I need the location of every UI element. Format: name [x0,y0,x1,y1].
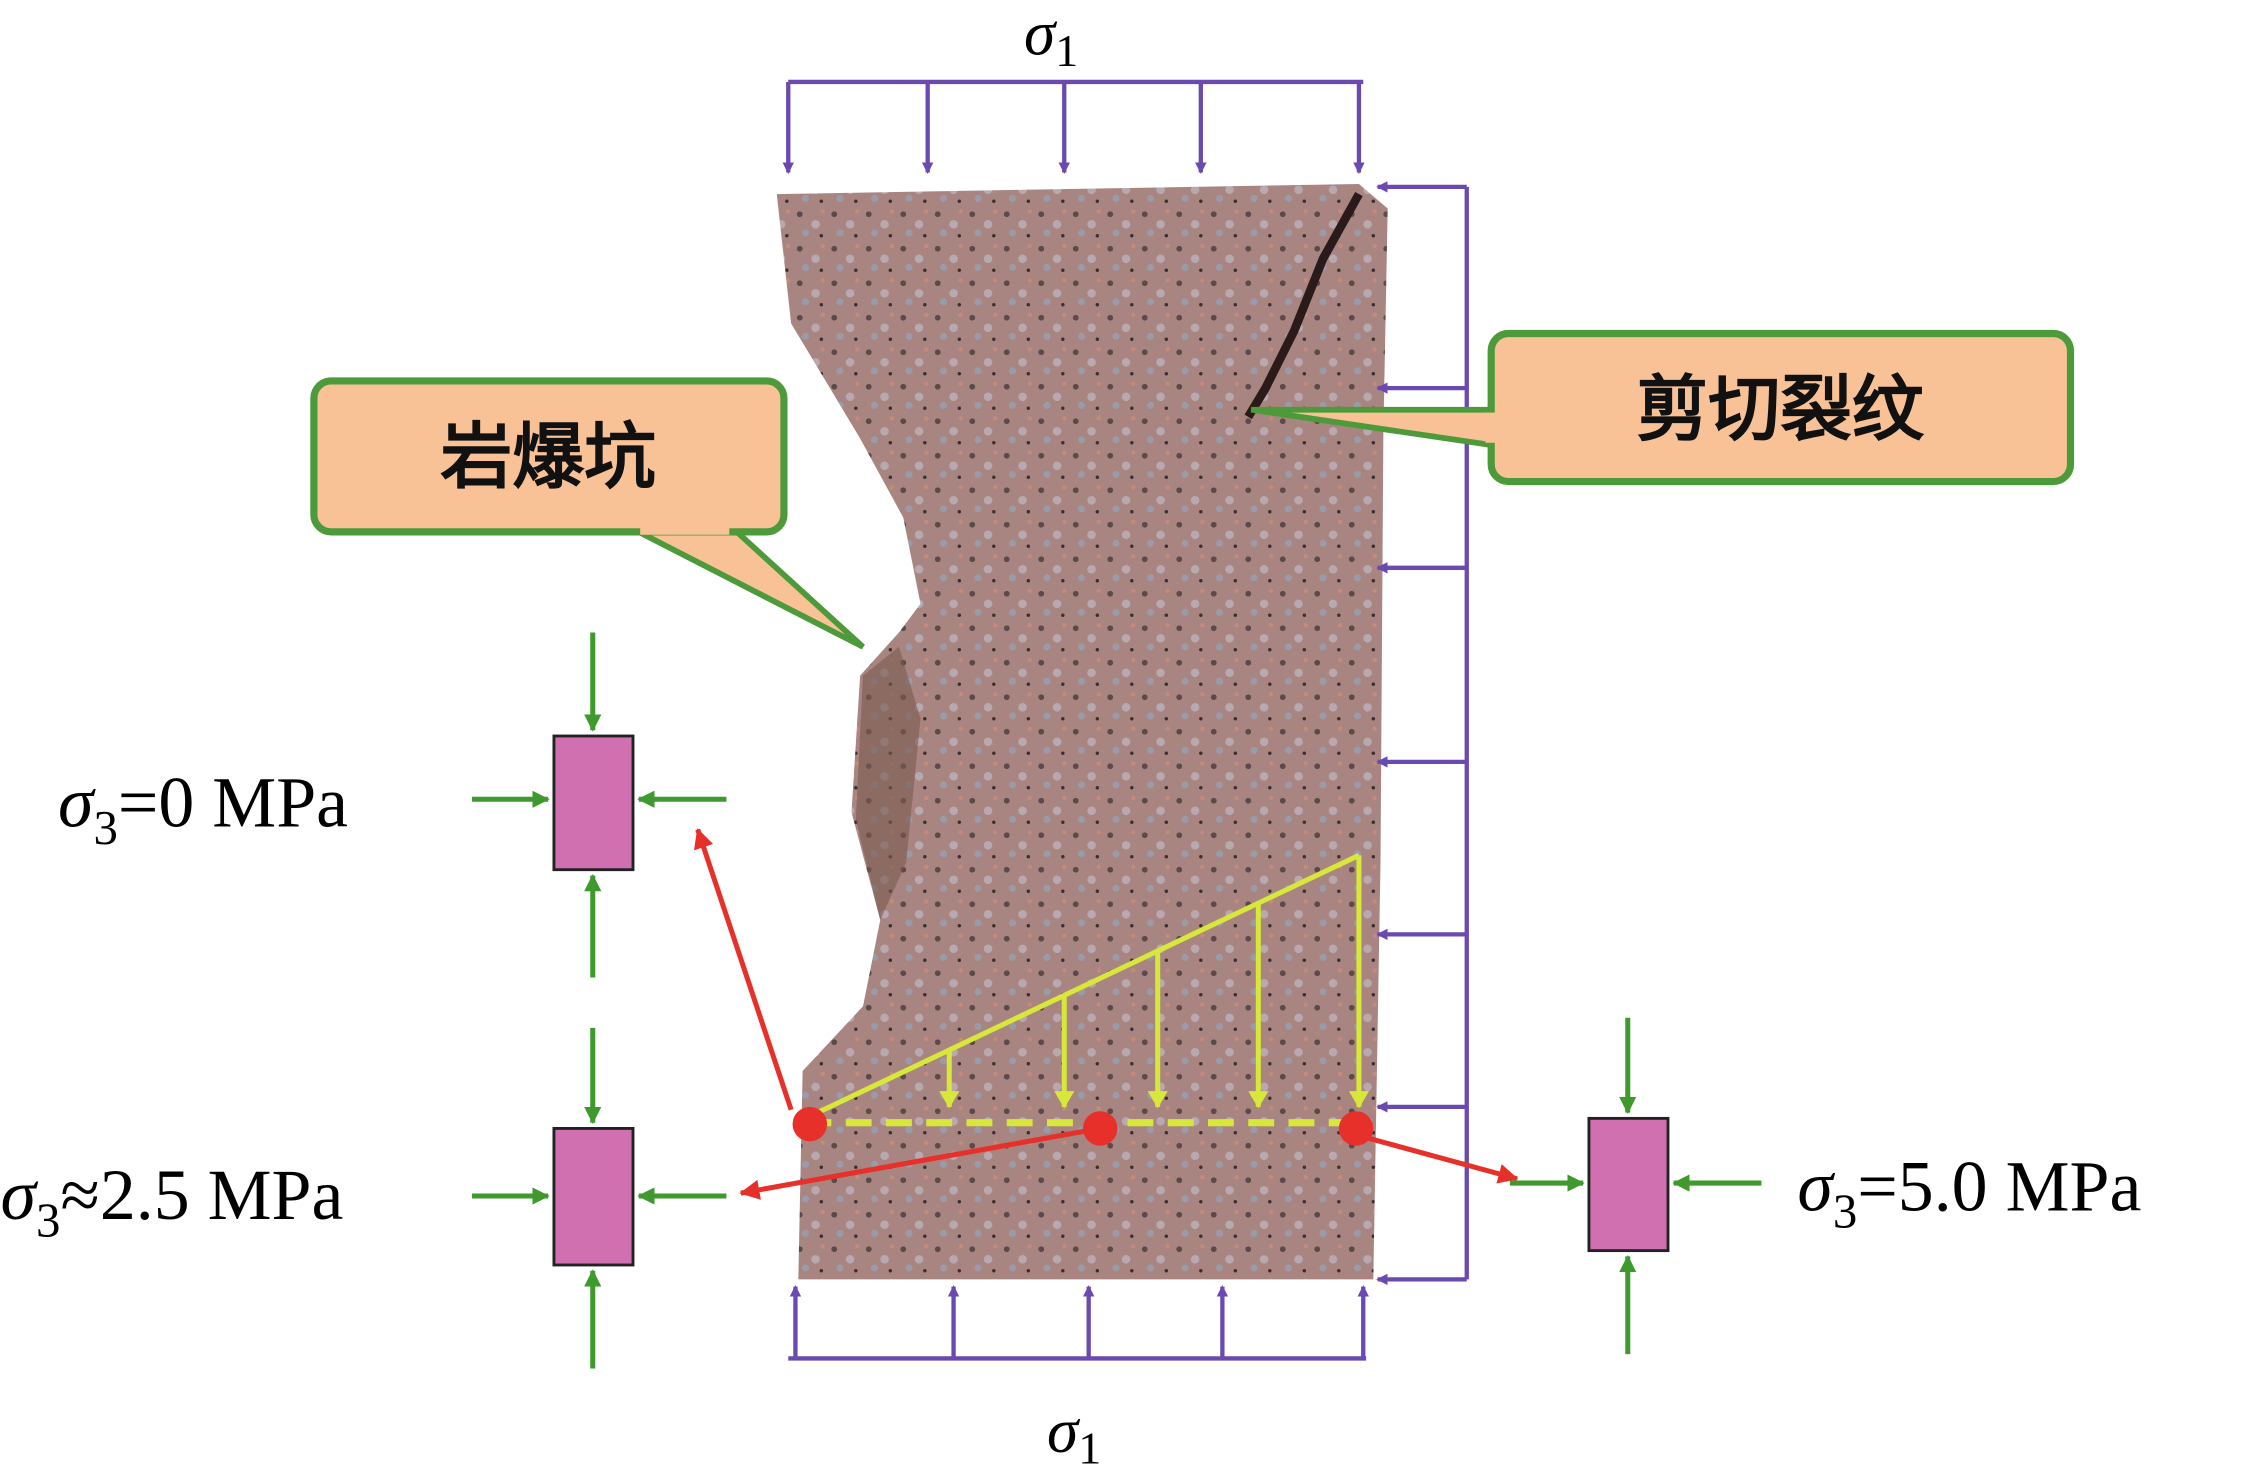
right-lateral-load [1376,181,1469,1286]
svg-text:剪切裂纹: 剪切裂纹 [1636,367,1925,451]
rock-specimen [776,184,1388,1280]
element-sigma3-high [1509,1017,1762,1355]
shear-crack [1244,191,1363,420]
element-sigma3-zero [472,632,727,978]
point-left [792,1106,828,1142]
top-axial-load [782,79,1365,174]
rockburst-pit-shading [855,646,921,920]
sigma1-top-label: σ1 [1024,0,1078,76]
callout-shear-crack: 剪切裂纹 [1250,329,2075,486]
sigma3-high-label: σ3=5.0 MPa [1797,1146,2141,1238]
sigma3-zero-label: σ3=0 MPa [58,763,348,855]
point-middle [1082,1111,1118,1146]
element-sigma3-mid [472,1027,727,1369]
sigma1-bottom-label: σ1 [1047,1396,1101,1472]
confinement-gradient [804,853,1369,1127]
bottom-axial-load [788,1285,1369,1361]
callout-rockburst-pit: 岩爆坑 [310,377,865,650]
sigma3-mid-label: σ3≈2.5 MPa [1,1155,344,1247]
stress-state-pointers [694,828,1519,1200]
svg-text:岩爆坑: 岩爆坑 [440,415,656,499]
point-right [1338,1111,1374,1146]
